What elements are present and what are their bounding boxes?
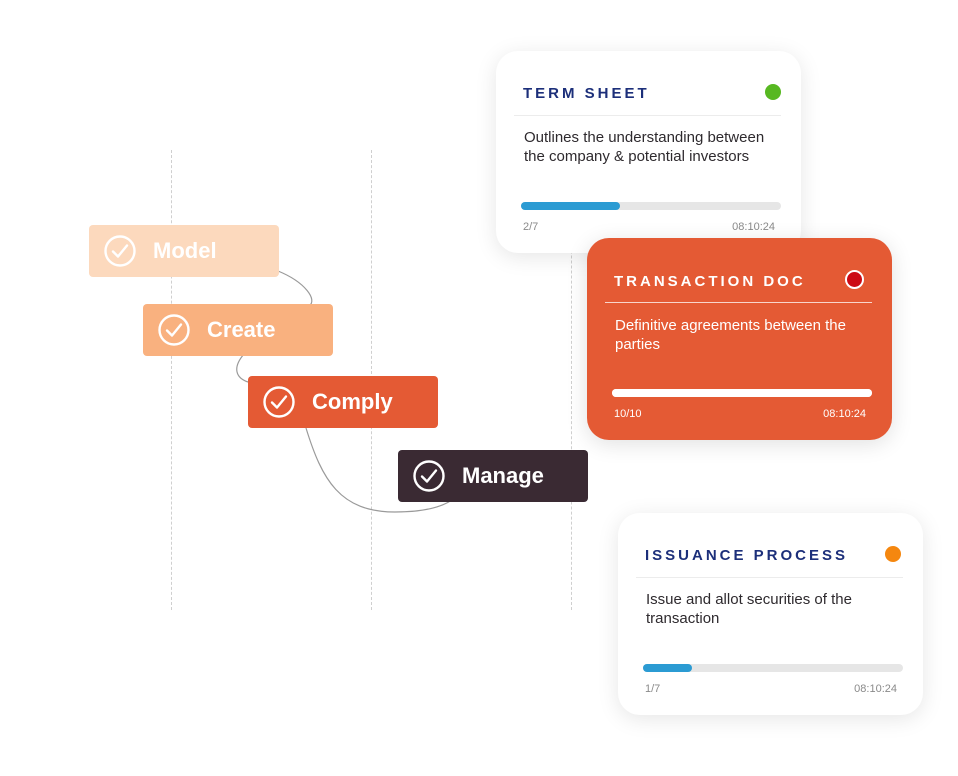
card-transaction-doc[interactable]: TRANSACTION DOC Definitive agreements be… xyxy=(587,238,892,440)
card-title: ISSUANCE PROCESS xyxy=(645,547,849,564)
card-time: 08:10:24 xyxy=(732,221,775,233)
progress-fill xyxy=(521,202,620,210)
card-term-sheet[interactable]: TERM SHEET Outlines the understanding be… xyxy=(496,51,801,253)
card-time: 08:10:24 xyxy=(823,408,866,420)
step-label: Comply xyxy=(312,389,393,414)
status-dot xyxy=(845,270,864,289)
card-header: ISSUANCE PROCESS xyxy=(636,513,903,578)
card-title: TRANSACTION DOC xyxy=(614,273,806,290)
timeline-guide xyxy=(571,150,572,610)
step-label: Manage xyxy=(462,463,544,488)
progress-fill xyxy=(612,389,872,397)
step-create[interactable]: Create xyxy=(143,304,333,356)
check-circle-icon xyxy=(412,459,446,493)
step-label: Model xyxy=(153,238,217,263)
card-description: Definitive agreements between the partie… xyxy=(615,317,846,353)
card-description: Issue and allot securities of the transa… xyxy=(646,591,852,627)
step-manage[interactable]: Manage xyxy=(398,450,588,502)
progress-bar xyxy=(643,664,903,672)
card-header: TRANSACTION DOC xyxy=(605,238,872,303)
check-circle-icon xyxy=(262,385,296,419)
status-dot xyxy=(885,546,901,562)
status-dot xyxy=(765,84,781,100)
step-model[interactable]: Model xyxy=(89,225,279,277)
progress-count: 1/7 xyxy=(645,683,661,695)
card-issuance-process[interactable]: ISSUANCE PROCESS Issue and allot securit… xyxy=(618,513,923,715)
card-header: TERM SHEET xyxy=(514,51,781,116)
progress-count: 10/10 xyxy=(614,408,642,420)
card-title: TERM SHEET xyxy=(523,85,650,102)
progress-fill xyxy=(643,664,693,672)
card-description: Outlines the understanding between the c… xyxy=(524,129,765,165)
step-label: Create xyxy=(207,317,276,342)
step-comply[interactable]: Comply xyxy=(248,376,438,428)
progress-bar xyxy=(521,202,781,210)
check-circle-icon xyxy=(157,313,191,347)
timeline-guide xyxy=(171,150,172,610)
check-circle-icon xyxy=(103,234,137,268)
progress-count: 2/7 xyxy=(523,221,539,233)
progress-bar xyxy=(612,389,872,397)
card-time: 08:10:24 xyxy=(854,683,897,695)
